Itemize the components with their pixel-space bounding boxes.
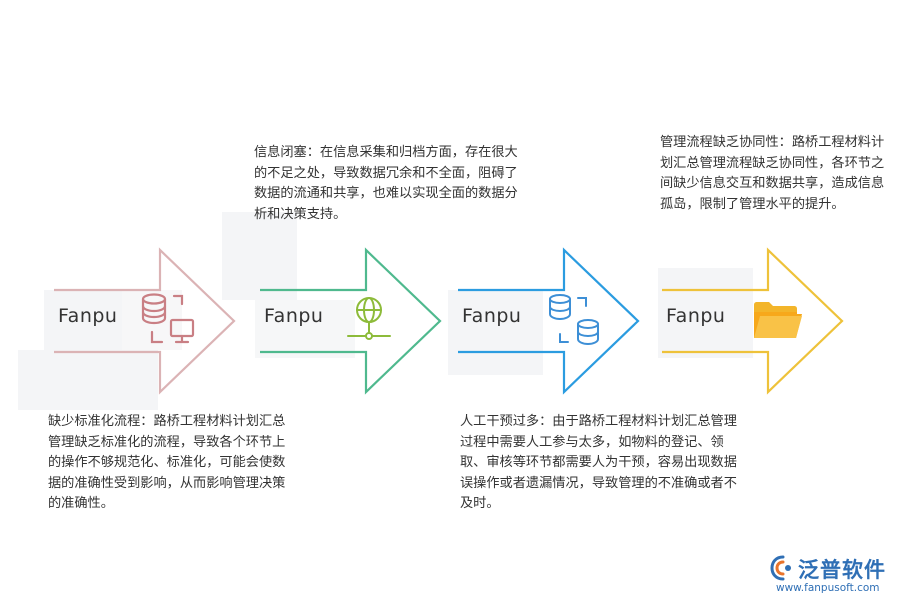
background-panel	[44, 290, 124, 350]
background-panel	[255, 300, 355, 358]
process-arrow-step-3: Fanpu	[450, 247, 650, 395]
background-panel	[222, 212, 297, 300]
step-3-description: 人工干预过多：由于路桥工程材料计划汇总管理过程中需要人工参与太多，如物料的登记、…	[460, 414, 737, 511]
background-panel	[18, 350, 158, 410]
brand-logo-mark	[770, 555, 791, 581]
process-arrow-step-2: Fanpu	[252, 247, 452, 395]
brand-url: www.fanpusoft.com	[776, 582, 880, 594]
step-4-description: 管理流程缺乏协同性：路桥工程材料计划汇总管理流程缺乏协同性，各环节之间缺少信息交…	[660, 135, 885, 212]
process-arrow-step-4: Fanpu	[654, 247, 854, 395]
arrow-label: Fanpu	[666, 305, 726, 327]
folder-icon	[752, 300, 804, 344]
brand-name: 泛普软件	[798, 558, 886, 582]
background-panel	[448, 290, 543, 375]
background-panel	[658, 268, 753, 358]
step-1-description: 缺少标准化流程：路桥工程材料计划汇总管理缺乏标准化的流程，导致各个环节上的操作不…	[48, 414, 286, 511]
process-arrow-step-1: Fanpu	[46, 247, 246, 395]
database-monitor-icon	[138, 292, 198, 354]
arrow-label: Fanpu	[462, 305, 522, 327]
brand-logo: 泛普软件 www.fanpusoft.com	[770, 552, 895, 598]
step-2-description: 信息闭塞：在信息采集和归档方面，存在很大的不足之处，导致数据冗余和不全面，阻碍了…	[254, 145, 518, 222]
arrow-label: Fanpu	[264, 305, 324, 327]
globe-network-icon	[344, 294, 394, 350]
database-sync-icon	[546, 292, 604, 354]
arrow-label: Fanpu	[58, 305, 118, 327]
